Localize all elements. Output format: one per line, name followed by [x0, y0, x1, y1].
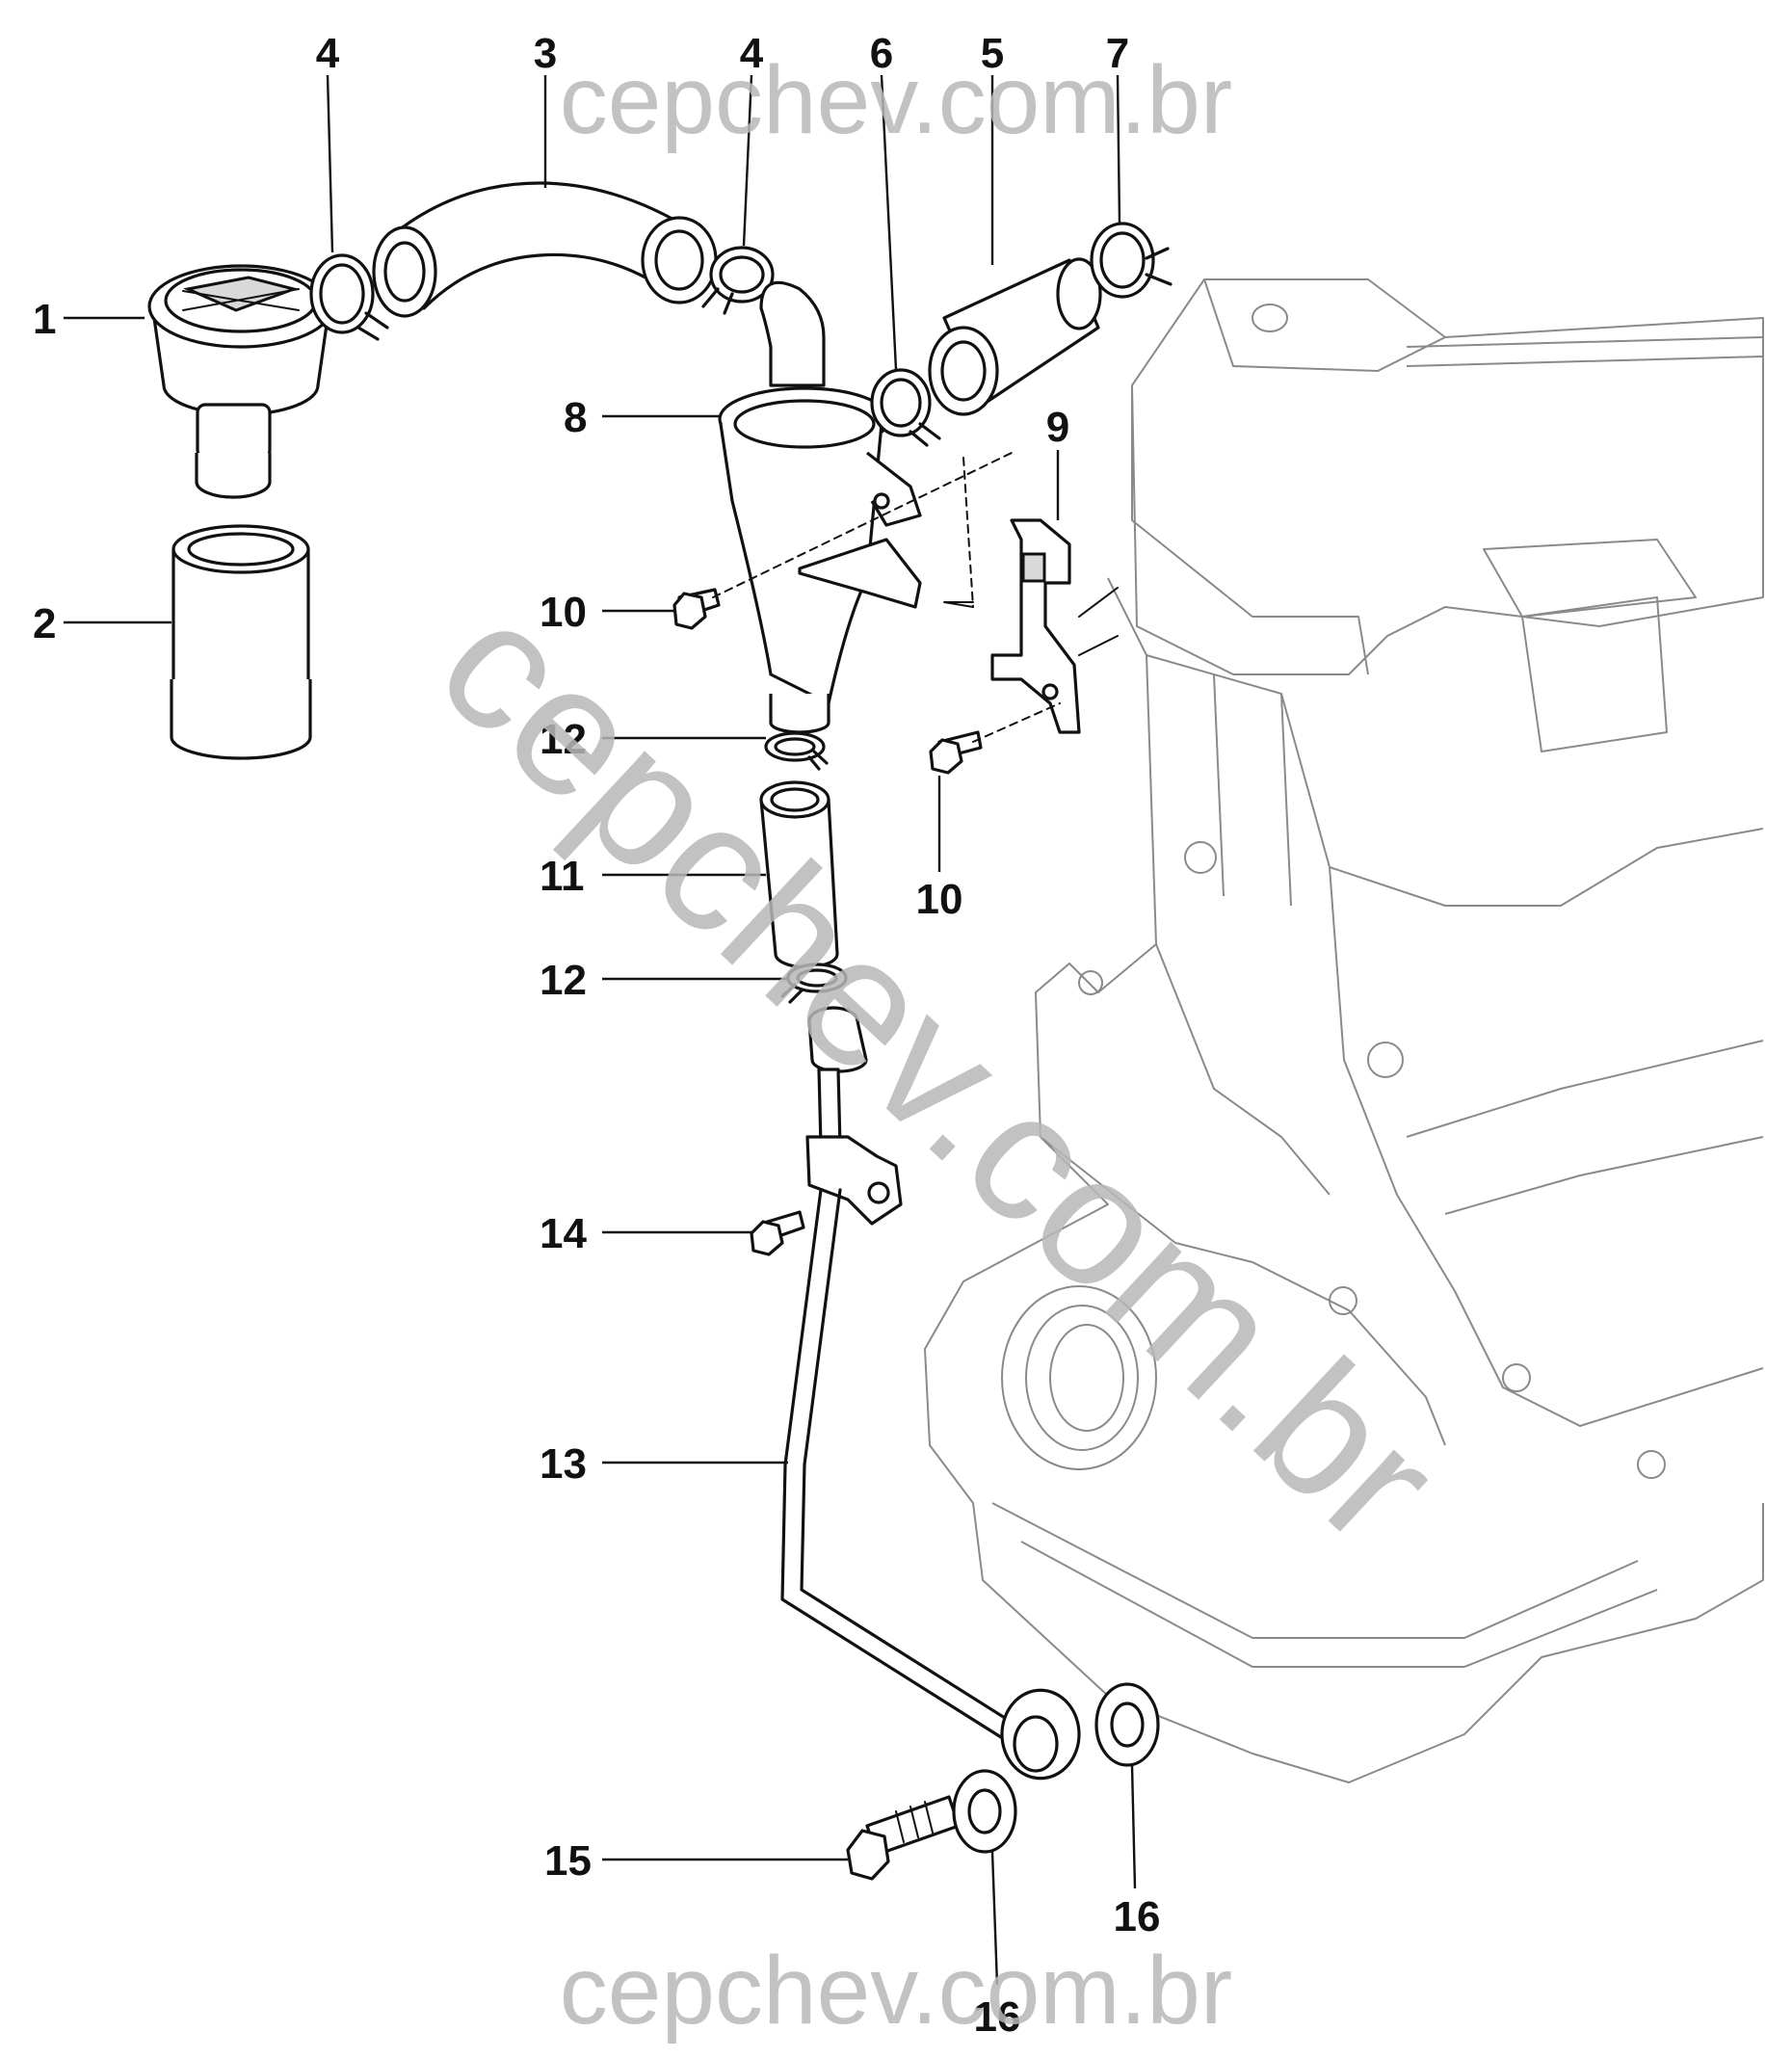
hose-clamp-right-part — [701, 246, 775, 315]
callout-10-upper: 10 — [540, 589, 587, 636]
bolt-10b-part — [929, 730, 983, 775]
banjo-bolt-15-part — [846, 1795, 961, 1881]
sleeve-part — [170, 524, 312, 760]
washer-16b-part — [1094, 1682, 1160, 1767]
callout-16-left: 16 — [974, 1993, 1021, 2041]
callout-12-upper: 12 — [540, 716, 587, 763]
leader-lines — [64, 74, 1137, 1986]
callout-4-left: 4 — [316, 30, 340, 77]
callout-9: 9 — [1046, 404, 1069, 451]
washer-16a-part — [952, 1769, 1017, 1854]
callout-6: 6 — [870, 30, 893, 77]
callout-11: 11 — [540, 853, 585, 900]
bolt-10a-part — [672, 588, 721, 630]
callout-1: 1 — [33, 296, 56, 343]
callout-3: 3 — [534, 30, 557, 77]
hose-11-part — [759, 780, 839, 969]
callout-7: 7 — [1106, 30, 1129, 77]
callout-8: 8 — [564, 394, 587, 441]
engine-block-outline — [924, 278, 1764, 1783]
short-hose-part — [928, 257, 1102, 416]
callout-5: 5 — [981, 30, 1004, 77]
callout-13: 13 — [540, 1440, 587, 1488]
watermark-top: cepchev.com.br — [560, 46, 1232, 154]
callout-2: 2 — [33, 600, 56, 647]
callout-4-right: 4 — [740, 30, 764, 77]
callout-10-lower: 10 — [916, 876, 963, 923]
bracket-part — [943, 518, 1081, 734]
callout-16-right: 16 — [1114, 1893, 1161, 1940]
watermark-diagonal: cepchev.com.br — [402, 561, 1476, 1582]
hose-clamp-12a-part — [764, 731, 829, 771]
breather-cap-part — [147, 264, 334, 499]
callout-14: 14 — [540, 1210, 587, 1257]
drain-pipe-part — [780, 1006, 1081, 1781]
callout-15: 15 — [544, 1837, 592, 1885]
callout-12-lower: 12 — [540, 957, 587, 1004]
oil-separator-part — [718, 280, 922, 734]
bolt-14-part — [750, 1210, 805, 1256]
hose-clamp-12b-part — [780, 963, 848, 1004]
hose-clamp-7-part — [1090, 222, 1173, 299]
hose-clamp-left-part — [309, 253, 389, 341]
callout-labels: 1 2 3 4 4 5 6 7 8 9 10 10 11 12 12 13 14… — [33, 30, 1160, 2041]
hose-clamp-6-part — [870, 368, 941, 447]
alignment-lines — [712, 452, 1119, 743]
watermark-bottom: cepchev.com.br — [560, 1937, 1232, 2045]
curved-hose-part — [372, 181, 718, 318]
